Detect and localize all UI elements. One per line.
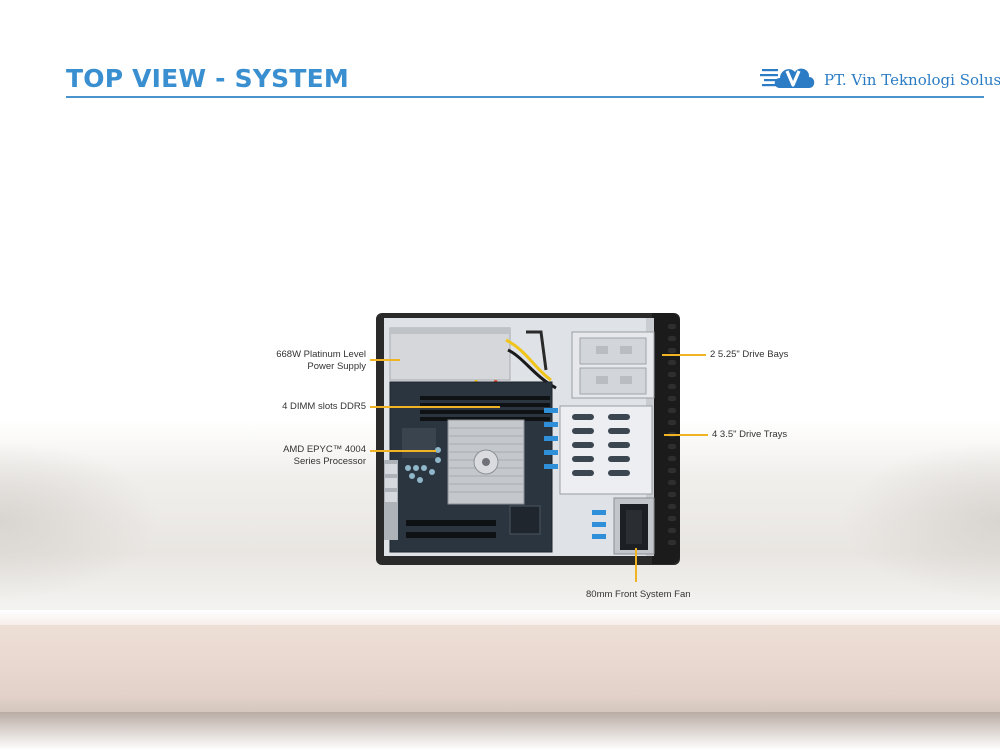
company-logo: PT. Vin Teknologi Solusi: [760, 60, 1000, 98]
leader-line-power-supply: [370, 359, 400, 361]
leader-line-processor: [370, 450, 436, 452]
leader-line-front-fan: [635, 548, 637, 582]
table-surface: [0, 625, 1000, 715]
leader-line-drive-trays: [664, 434, 708, 436]
backdrop-shade-right: [840, 440, 1000, 600]
page-title: TOP VIEW - SYSTEM: [66, 64, 349, 93]
table-shadow: [0, 712, 1000, 750]
callout-power-supply: 668W Platinum Level Power Supply: [250, 349, 366, 373]
title-underline: [66, 96, 984, 98]
callout-processor-line1: AMD EPYC™ 4004: [283, 444, 366, 455]
callout-power-supply-line1: 668W Platinum Level: [276, 349, 366, 360]
server-top-view-image: [376, 310, 682, 566]
backdrop-shade-left: [0, 440, 160, 600]
leader-line-drive-bays: [662, 354, 706, 356]
leader-line-dimm-slots: [370, 406, 500, 408]
callout-processor: AMD EPYC™ 4004 Series Processor: [250, 444, 366, 468]
callout-dimm-slots: 4 DIMM slots DDR5: [282, 401, 366, 412]
callout-drive-bays: 2 5.25" Drive Bays: [710, 349, 789, 360]
callout-processor-line2: Series Processor: [293, 456, 366, 467]
callout-drive-trays: 4 3.5" Drive Trays: [712, 429, 788, 440]
callout-power-supply-line2: Power Supply: [307, 361, 366, 372]
callout-front-fan: 80mm Front System Fan: [586, 589, 691, 600]
cloud-v-logo-icon: [760, 68, 815, 88]
company-name: PT. Vin Teknologi Solusi: [824, 71, 1000, 89]
